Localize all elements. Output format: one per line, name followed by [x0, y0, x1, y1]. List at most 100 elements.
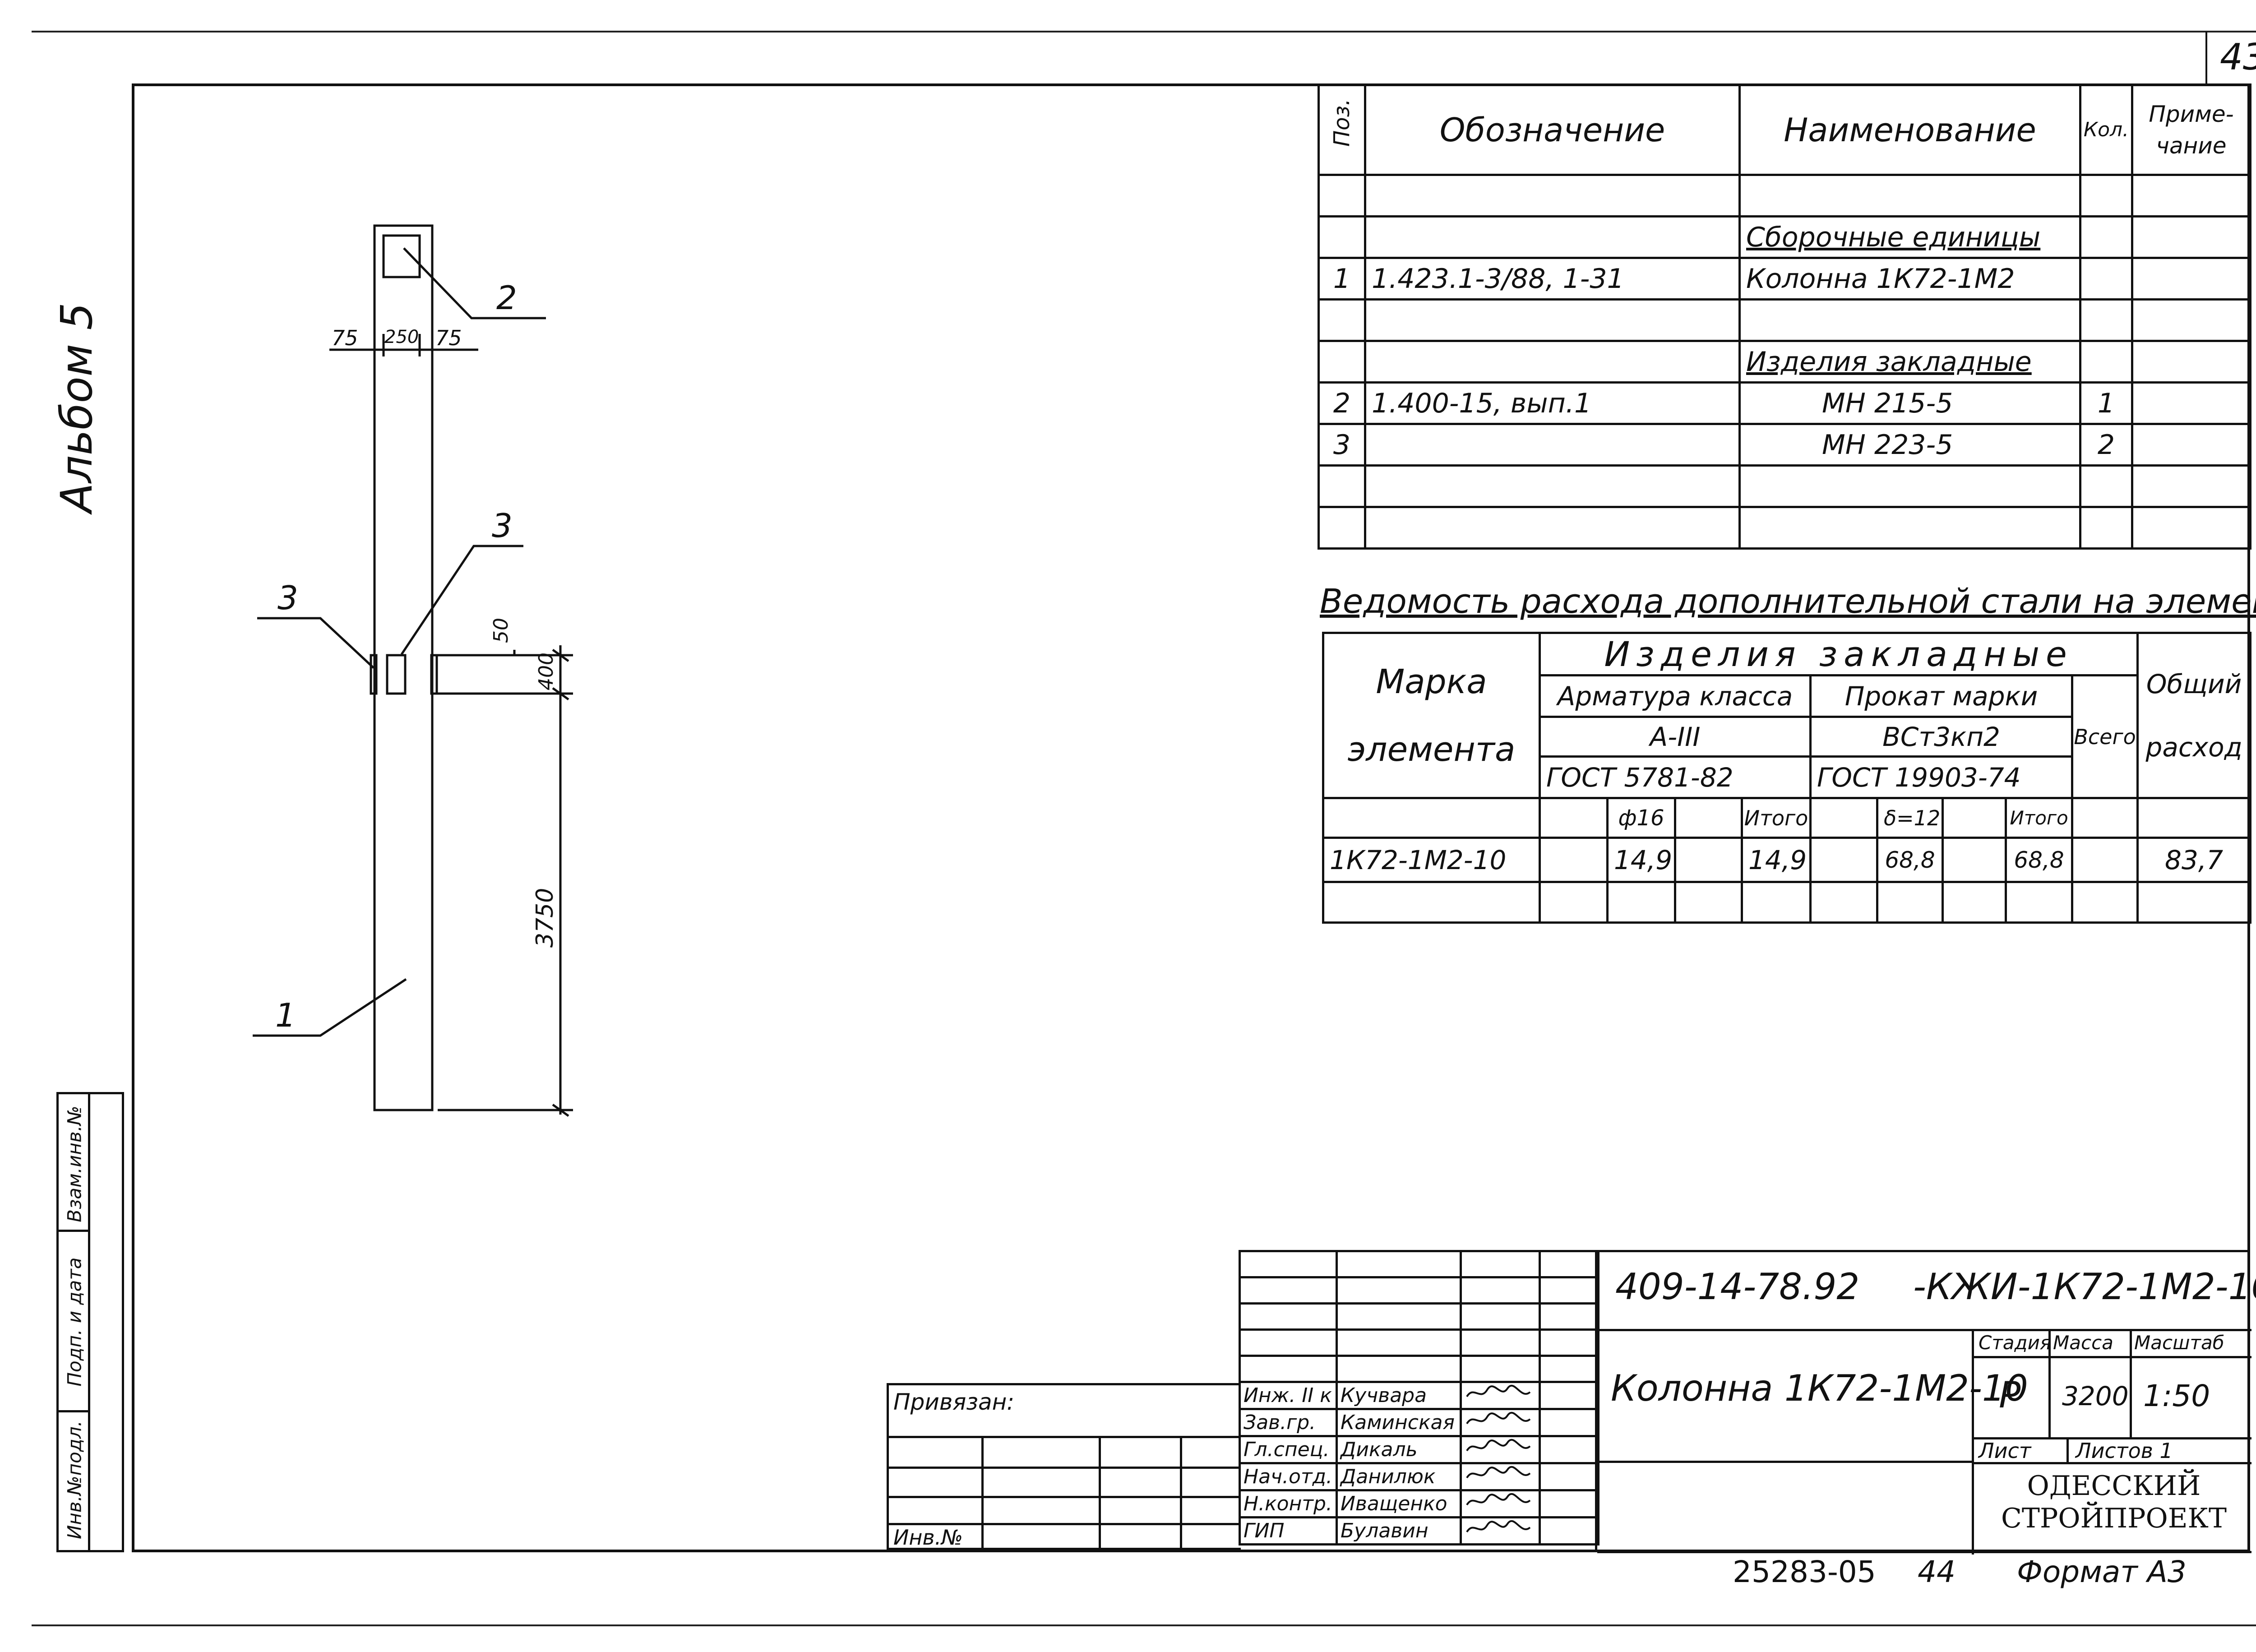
- dim-3750: 3750: [532, 888, 559, 948]
- steel-sub-empty: [1674, 797, 1743, 839]
- dim-75-left: 75: [332, 326, 358, 350]
- title-block-hline: [1597, 1461, 1972, 1463]
- steel-cell-empty: [1539, 837, 1609, 883]
- title-block-vline: [1972, 1329, 1974, 1555]
- spec-cell-designation: [1364, 423, 1741, 467]
- spec-cell-pos: [1318, 340, 1366, 384]
- org-name: ОДЕССКИЙ СТРОЙПРОЕКТ: [2001, 1470, 2227, 1534]
- spec-cell-pos: [1318, 215, 1366, 259]
- spec-cell-qty: [2079, 174, 2133, 217]
- title-block-hline: [1597, 1329, 2251, 1331]
- scale-value: 1:50: [2143, 1379, 2210, 1413]
- signature-name: Дикаль: [1336, 1435, 1462, 1464]
- title-block-hline: [1972, 1437, 2251, 1439]
- steel-sub-empty: [2071, 797, 2139, 839]
- side-stamp-sep: [59, 1230, 88, 1232]
- spec-table: Поз. Обозначение Наименование Кол. Приме…: [1318, 83, 2251, 550]
- callout-2: 2: [496, 279, 517, 317]
- steel-rebar-class: А-III: [1539, 716, 1812, 758]
- spec-cell-name: Колонна 1К72-1М2: [1738, 257, 2081, 301]
- signature-scribble-icon: [1466, 1520, 1531, 1533]
- steel-overall-header: Общий расход: [2136, 632, 2252, 799]
- document-code-suffix: -КЖИ-1К72-1М2-10: [1913, 1266, 2256, 1308]
- spec-cell-pos: 3: [1318, 423, 1366, 467]
- privyazan-label: Привязан:: [893, 1389, 1015, 1415]
- steel-cell-itogo_a: 14,9: [1741, 837, 1812, 883]
- spec-cell-note: [2131, 506, 2251, 550]
- spec-cell-name: [1738, 506, 2081, 550]
- signature-mark: [1460, 1435, 1541, 1464]
- callout-3-left: 3: [277, 579, 298, 617]
- steel-cell-delta: 68,8: [1876, 837, 1944, 883]
- dim-400: 400: [535, 652, 558, 690]
- spec-cell-qty: [2079, 298, 2133, 342]
- steel-cell-dia: 14,9: [1606, 837, 1676, 883]
- spec-cell-name: МН 223-5: [1738, 423, 2081, 467]
- spec-cell-note: [2131, 381, 2251, 425]
- document-code: 409-14-78.92: [1615, 1266, 1860, 1308]
- spec-row: [1318, 506, 2251, 550]
- steel-cell-empty: [1809, 837, 1878, 883]
- steel-cell-total: [2071, 837, 2139, 883]
- spec-cell-note: [2131, 423, 2251, 467]
- signature-role: Инж. II к: [1239, 1381, 1338, 1410]
- spec-cell-designation: [1364, 174, 1741, 217]
- grid-cell: [1239, 1250, 1338, 1278]
- privyazan-line: [889, 1436, 1241, 1438]
- page-number: 43: [2220, 36, 2256, 78]
- signature-row: Н.контр.Иващенко: [1239, 1489, 1600, 1518]
- steel-cell-empty: [1674, 837, 1743, 883]
- steel-sub-empty: [1942, 797, 2007, 839]
- archive-page: 44: [1918, 1555, 1956, 1589]
- steel-empty-cell: [2136, 881, 2252, 924]
- spec-cell-note: [2131, 340, 2251, 384]
- steel-mark-header: Марка элемента: [1322, 632, 1541, 799]
- grid-cell: [1460, 1302, 1541, 1331]
- grid-cell: [1336, 1302, 1462, 1331]
- column-outline: [373, 224, 434, 1111]
- spec-cell-pos: 2: [1318, 381, 1366, 425]
- spec-cell-name: [1738, 174, 2081, 217]
- privyazan-vline: [981, 1436, 984, 1549]
- grid-cell: [1336, 1355, 1462, 1383]
- steel-sub-delta: δ=12: [1876, 797, 1944, 839]
- signature-mark: [1460, 1408, 1541, 1437]
- signature-mark: [1460, 1516, 1541, 1546]
- spec-cell-designation: [1364, 298, 1741, 342]
- grid-cell: [1460, 1276, 1541, 1305]
- spec-cell-designation: 1.400-15, вып.1: [1364, 381, 1741, 425]
- grid-cell: [1239, 1276, 1338, 1305]
- spec-cell-qty: 2: [2079, 423, 2133, 467]
- steel-sub-empty: [2136, 797, 2252, 839]
- spec-row: [1318, 298, 2251, 342]
- title-block-vline: [2066, 1437, 2069, 1463]
- spec-cell-note: [2131, 174, 2251, 217]
- grid-cell: [1539, 1355, 1600, 1383]
- leader-1: [253, 978, 407, 1037]
- steel-empty-cell: [1674, 881, 1743, 924]
- signature-role: Нач.отд.: [1239, 1462, 1338, 1491]
- steel-empty-cell: [2005, 881, 2073, 924]
- signature-name: Иващенко: [1336, 1489, 1462, 1518]
- embedded-plate-right: [430, 654, 438, 695]
- spec-cell-designation: [1364, 506, 1741, 550]
- grid-cell: [1539, 1250, 1600, 1278]
- spec-cell-name: Изделия закладные: [1738, 340, 2081, 384]
- side-label-vzam-inv: Взам.инв.№: [63, 1106, 86, 1222]
- spec-cell-pos: [1318, 174, 1366, 217]
- stage-value: Р: [1999, 1374, 2021, 1416]
- title-block-hline: [1972, 1462, 2251, 1464]
- steel-empty-cell: [1876, 881, 1944, 924]
- grid-cell: [1539, 1328, 1600, 1357]
- spec-header-designation: Обозначение: [1364, 83, 1741, 176]
- spec-cell-designation: [1364, 215, 1741, 259]
- steel-sub-empty: [1322, 797, 1541, 839]
- object-name: Колонна 1К72-1М2-10: [1611, 1367, 2028, 1409]
- side-stamp-divider: [88, 1094, 90, 1550]
- spec-header-qty: Кол.: [2079, 83, 2133, 176]
- steel-empty-cell: [1741, 881, 1812, 924]
- steel-sub-itogo-b: Итого: [2005, 797, 2073, 839]
